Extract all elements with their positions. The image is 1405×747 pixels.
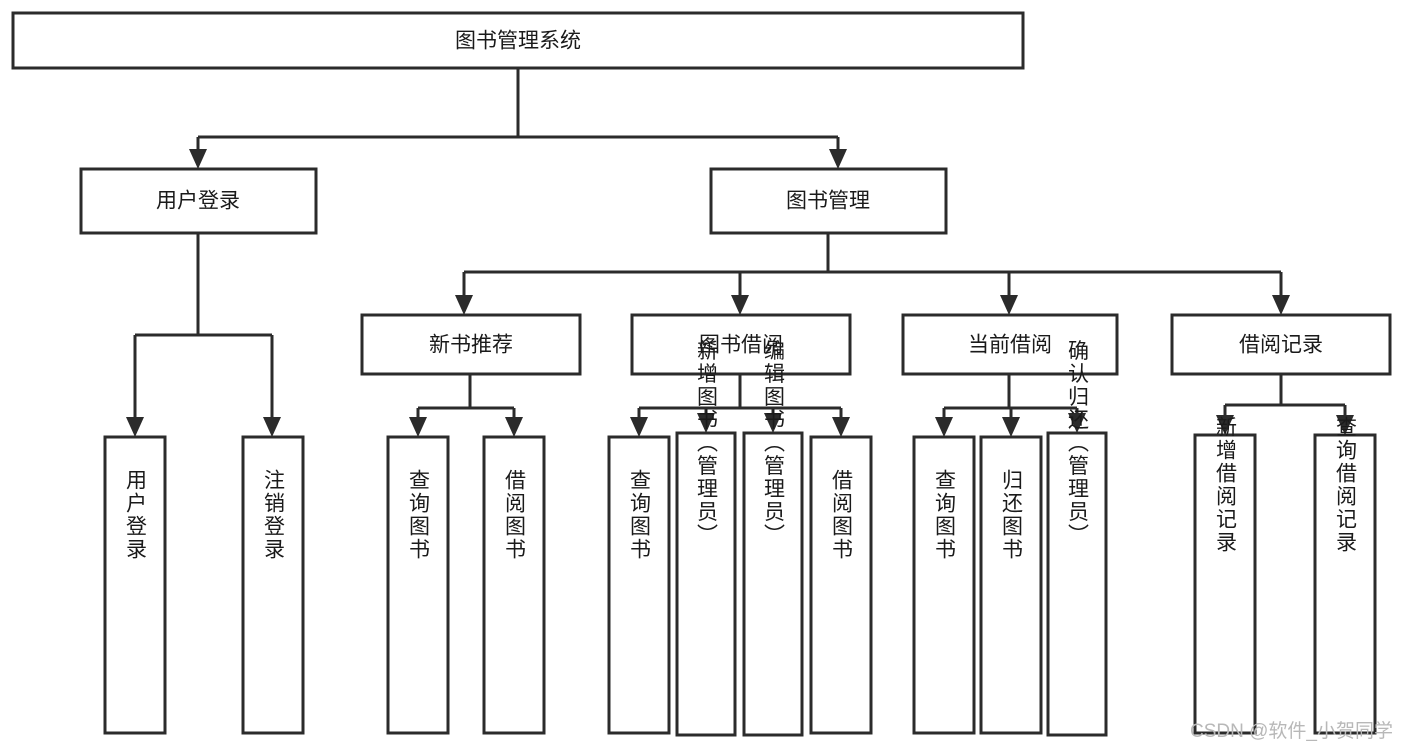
node-leaf-borrow-book-2[interactable]: 借阅图书 [809, 435, 873, 735]
node-leaf-query-book-3[interactable]: 查询图书 [912, 435, 976, 735]
node-current-borrow-box[interactable] [901, 313, 1119, 376]
node-new-book-recommend[interactable]: 新书推荐 [360, 313, 582, 376]
node-leaf-user-login[interactable]: 用户登录 [103, 435, 167, 735]
connector-layer [126, 68, 1354, 437]
arrow-to-borrow-record [1272, 295, 1290, 315]
arrow-to-leaf-return-book [1002, 417, 1020, 437]
node-leaf-query-book-3-box[interactable] [912, 435, 976, 735]
node-leaf-query-record-box[interactable] [1313, 433, 1377, 735]
arrow-to-current-borrow [1000, 295, 1018, 315]
node-root-label: 图书管理系统 [455, 30, 581, 53]
node-leaf-query-book-1-box[interactable] [386, 435, 450, 735]
node-book-management-label: 图书管理 [786, 190, 870, 213]
node-leaf-return-book-label: 归还图书 [1000, 469, 1024, 561]
node-leaf-edit-book-label: 编辑图书（管理员） [762, 340, 786, 547]
node-leaf-add-record-label: 新增借阅记录 [1214, 416, 1238, 554]
node-book-borrow-label: 图书借阅 [699, 334, 783, 357]
arrow-to-leaf-logout [263, 417, 281, 437]
node-leaf-borrow-book-1[interactable]: 借阅图书 [482, 435, 546, 735]
node-leaf-edit-book[interactable]: 编辑图书（管理员） [742, 340, 804, 737]
node-new-book-recommend-box[interactable] [360, 313, 582, 376]
node-book-management[interactable]: 图书管理 [709, 167, 948, 235]
node-leaf-add-book[interactable]: 新增图书（管理员） [675, 340, 737, 737]
node-leaf-query-book-2-box[interactable] [607, 435, 671, 735]
node-leaf-add-record-box[interactable] [1193, 433, 1257, 735]
node-user-login-box[interactable] [79, 167, 318, 235]
node-leaf-logout-label: 注销登录 [262, 469, 286, 561]
node-root[interactable]: 图书管理系统 [11, 11, 1025, 70]
arrow-to-leaf-user-login [126, 417, 144, 437]
node-leaf-confirm-return[interactable]: 确认归还（管理员） [1046, 340, 1108, 737]
node-leaf-return-book[interactable]: 归还图书 [979, 435, 1043, 735]
node-leaf-user-login-label: 用户登录 [124, 469, 148, 561]
node-leaf-confirm-return-label: 确认归还（管理员） [1066, 340, 1090, 547]
node-leaf-borrow-book-1-box[interactable] [482, 435, 546, 735]
node-leaf-edit-book-box[interactable] [742, 431, 804, 737]
node-leaf-borrow-book-2-label: 借阅图书 [830, 469, 854, 561]
node-leaf-query-record-label: 查询借阅记录 [1334, 416, 1358, 554]
node-leaf-add-book-label: 新增图书（管理员） [695, 340, 719, 547]
arrow-to-new-book-recommend [455, 295, 473, 315]
node-current-borrow[interactable]: 当前借阅 [901, 313, 1119, 376]
node-leaf-query-book-2[interactable]: 查询图书 [607, 435, 671, 735]
arrow-to-user-login [189, 149, 207, 169]
node-leaf-add-book-box[interactable] [675, 431, 737, 737]
node-leaf-borrow-book-2-box[interactable] [809, 435, 873, 735]
arrow-to-leaf-query-book-2 [630, 417, 648, 437]
node-leaf-query-book-2-label: 查询图书 [628, 469, 652, 561]
node-leaf-query-book-1-label: 查询图书 [407, 469, 431, 561]
node-new-book-recommend-label: 新书推荐 [429, 334, 513, 357]
arrow-to-leaf-borrow-book-2 [832, 417, 850, 437]
node-borrow-record-box[interactable] [1170, 313, 1392, 376]
arrow-to-leaf-query-book-3 [935, 417, 953, 437]
node-user-login-label: 用户登录 [156, 190, 240, 213]
node-leaf-borrow-book-1-label: 借阅图书 [503, 469, 527, 561]
node-leaf-query-book-1[interactable]: 查询图书 [386, 435, 450, 735]
arrow-to-book-management [829, 149, 847, 169]
node-root-box[interactable] [11, 11, 1025, 70]
node-leaf-query-record[interactable]: 查询借阅记录 [1313, 416, 1377, 735]
arrow-to-leaf-borrow-book-1 [505, 417, 523, 437]
node-borrow-record[interactable]: 借阅记录 [1170, 313, 1392, 376]
node-book-management-box[interactable] [709, 167, 948, 235]
node-leaf-logout[interactable]: 注销登录 [241, 435, 305, 735]
node-leaf-logout-box[interactable] [241, 435, 305, 735]
node-leaf-confirm-return-box[interactable] [1046, 431, 1108, 737]
arrow-to-leaf-query-book-1 [409, 417, 427, 437]
node-leaf-user-login-box[interactable] [103, 435, 167, 735]
node-current-borrow-label: 当前借阅 [968, 334, 1052, 357]
node-leaf-add-record[interactable]: 新增借阅记录 [1193, 416, 1257, 735]
node-book-borrow-box[interactable] [630, 313, 852, 376]
node-user-login[interactable]: 用户登录 [79, 167, 318, 235]
node-book-borrow[interactable]: 图书借阅 [630, 313, 852, 376]
node-leaf-return-book-box[interactable] [979, 435, 1043, 735]
node-leaf-query-book-3-label: 查询图书 [933, 469, 957, 561]
arrow-to-book-borrow [731, 295, 749, 315]
node-borrow-record-label: 借阅记录 [1239, 334, 1323, 357]
